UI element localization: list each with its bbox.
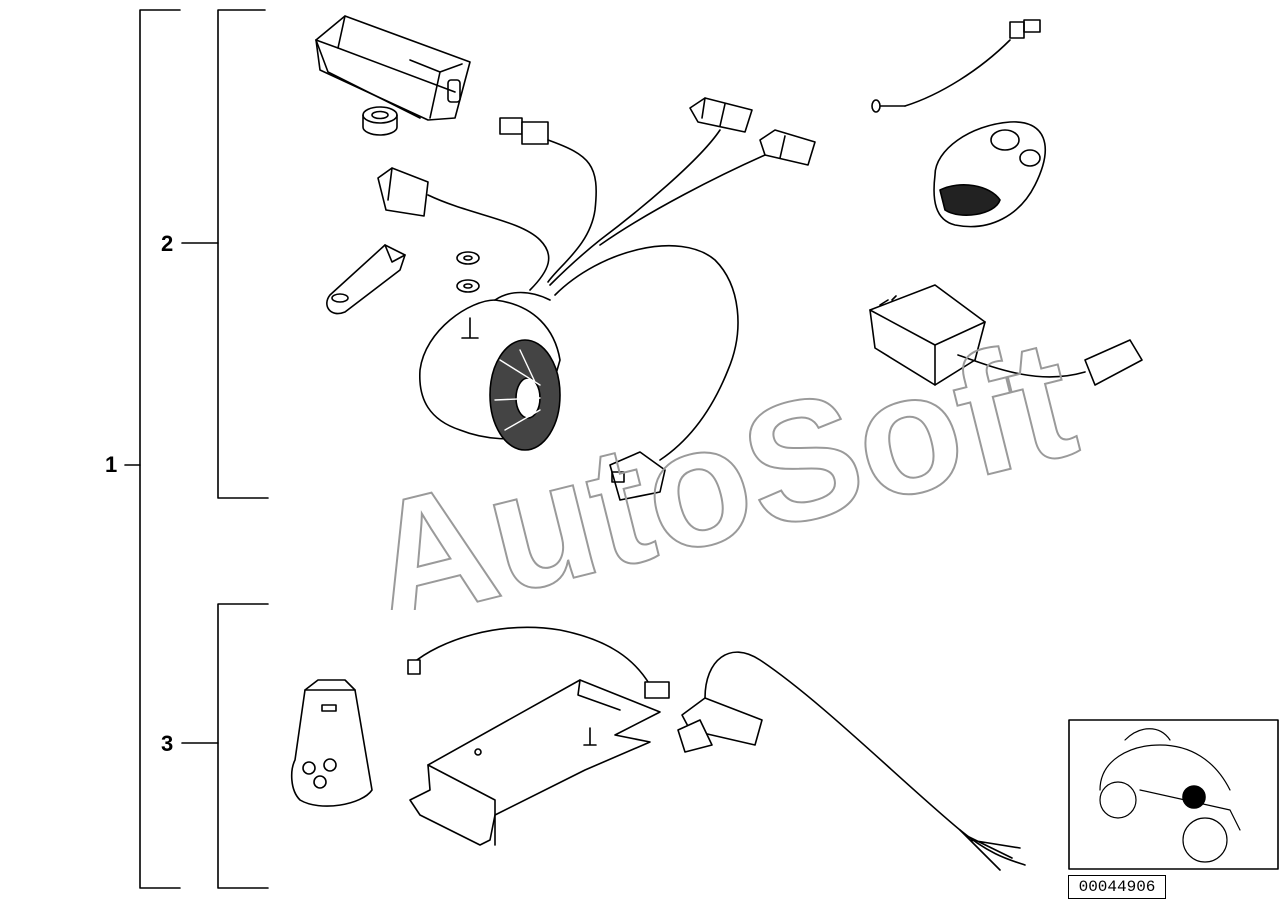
mounting-plate-part — [407, 626, 670, 846]
callout-item-2: 2 — [161, 231, 174, 256]
diagram-id-label: 00044906 — [1068, 875, 1166, 899]
multi-pin-connector-pair — [549, 97, 816, 286]
cable-harness-part — [677, 651, 1026, 871]
callout-item-3: 3 — [161, 731, 174, 756]
nut-part — [456, 251, 480, 293]
location-inset — [1068, 719, 1279, 870]
grommet-part — [362, 106, 398, 136]
connector-plug-left — [377, 167, 550, 291]
bracket-item-2 — [181, 9, 269, 499]
remote-control-part — [933, 121, 1046, 228]
alarm-siren-part — [419, 245, 739, 501]
key-part — [326, 244, 406, 315]
small-plug-connector — [499, 117, 597, 283]
control-unit-part — [315, 15, 471, 121]
bracket-item-1 — [124, 9, 181, 889]
sensor-wire-part — [871, 19, 1041, 113]
mounting-bracket-part — [290, 679, 373, 807]
bracket-item-3 — [181, 603, 269, 889]
callout-item-1: 1 — [105, 452, 118, 477]
tilt-sensor-module — [869, 284, 1143, 386]
